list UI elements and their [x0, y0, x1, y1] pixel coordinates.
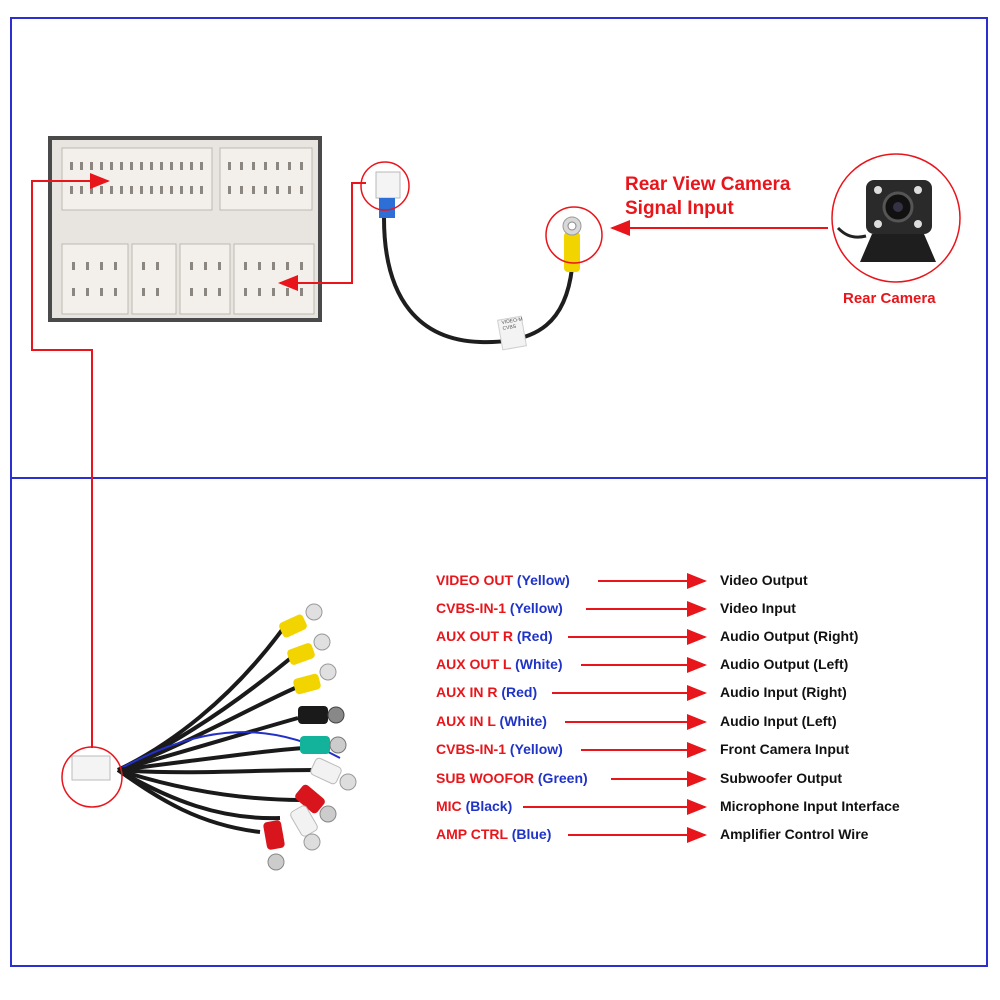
legend-row: AUX IN L (White)	[436, 713, 547, 733]
legend-row: AUX IN R (Red)	[436, 684, 537, 704]
legend-description: Audio Output (Left)	[720, 656, 849, 672]
legend-row: SUB WOOFOR (Green)	[436, 770, 588, 790]
legend-row: VIDEO OUT (Yellow)	[436, 572, 570, 592]
legend-description: Audio Input (Right)	[720, 684, 847, 700]
legend-wire-color: (Red)	[516, 628, 553, 644]
legend-row: AMP CTRL (Blue)	[436, 826, 551, 846]
camera-title-line1: Rear View Camera	[625, 174, 791, 195]
legend-wire-color: (Yellow)	[509, 741, 563, 757]
harness-plug-highlight	[61, 746, 123, 808]
rear-camera-icon	[831, 153, 961, 283]
legend-row: AUX OUT L (White)	[436, 656, 563, 676]
legend-description: Audio Output (Right)	[720, 628, 859, 644]
legend-wire-color: (White)	[515, 656, 563, 672]
camera-extension-cable	[375, 171, 582, 351]
legend-wire-color: (Black)	[465, 798, 513, 814]
legend-description: Subwoofer Output	[720, 770, 843, 786]
legend-wire-name: CVBS-IN-1	[436, 741, 507, 757]
legend-description: Video Input	[720, 600, 796, 616]
diagram-frame	[10, 17, 988, 967]
legend-wire-name: AUX OUT R	[436, 628, 513, 644]
legend-description: Video Output	[720, 572, 808, 588]
legend-wire-name: AUX IN R	[436, 684, 498, 700]
rear-camera-label: Rear Camera	[843, 290, 936, 307]
legend-row: AUX OUT R (Red)	[436, 628, 553, 648]
legend-wire-color: (Red)	[501, 684, 538, 700]
legend-wire-name: AUX IN L	[436, 713, 496, 729]
legend-row: MIC (Black)	[436, 798, 512, 818]
camera-title-line2: Signal Input	[625, 198, 734, 219]
legend-wire-name: AUX OUT L	[436, 656, 512, 672]
legend-wire-name: MIC	[436, 798, 462, 814]
head-unit-connector-panel	[48, 136, 322, 322]
legend-description: Front Camera Input	[720, 741, 850, 757]
legend-wire-name: AMP CTRL	[436, 826, 508, 842]
section-divider	[10, 477, 988, 479]
legend-description: Audio Input (Left)	[720, 713, 837, 729]
legend-wire-color: (Yellow)	[509, 600, 563, 616]
legend-row: CVBS-IN-1 (Yellow)	[436, 741, 563, 761]
legend-wire-name: CVBS-IN-1	[436, 600, 507, 616]
rca-highlight-circle	[545, 206, 603, 264]
plug-highlight-circle	[360, 161, 410, 211]
legend-wire-color: (Green)	[537, 770, 588, 786]
rca-harness	[71, 603, 357, 871]
legend-wire-color: (White)	[499, 713, 547, 729]
legend-description: Amplifier Control Wire	[720, 826, 869, 842]
legend-wire-name: SUB WOOFOR	[436, 770, 534, 786]
connector-arrows	[31, 173, 828, 843]
legend-description: Microphone Input Interface	[720, 798, 900, 814]
legend-wire-color: (Yellow)	[516, 572, 570, 588]
legend-row: CVBS-IN-1 (Yellow)	[436, 600, 563, 620]
camera-input-title: Rear View Camera Signal Input	[625, 173, 790, 221]
legend-wire-color: (Blue)	[511, 826, 552, 842]
legend-wire-name: VIDEO OUT	[436, 572, 514, 588]
